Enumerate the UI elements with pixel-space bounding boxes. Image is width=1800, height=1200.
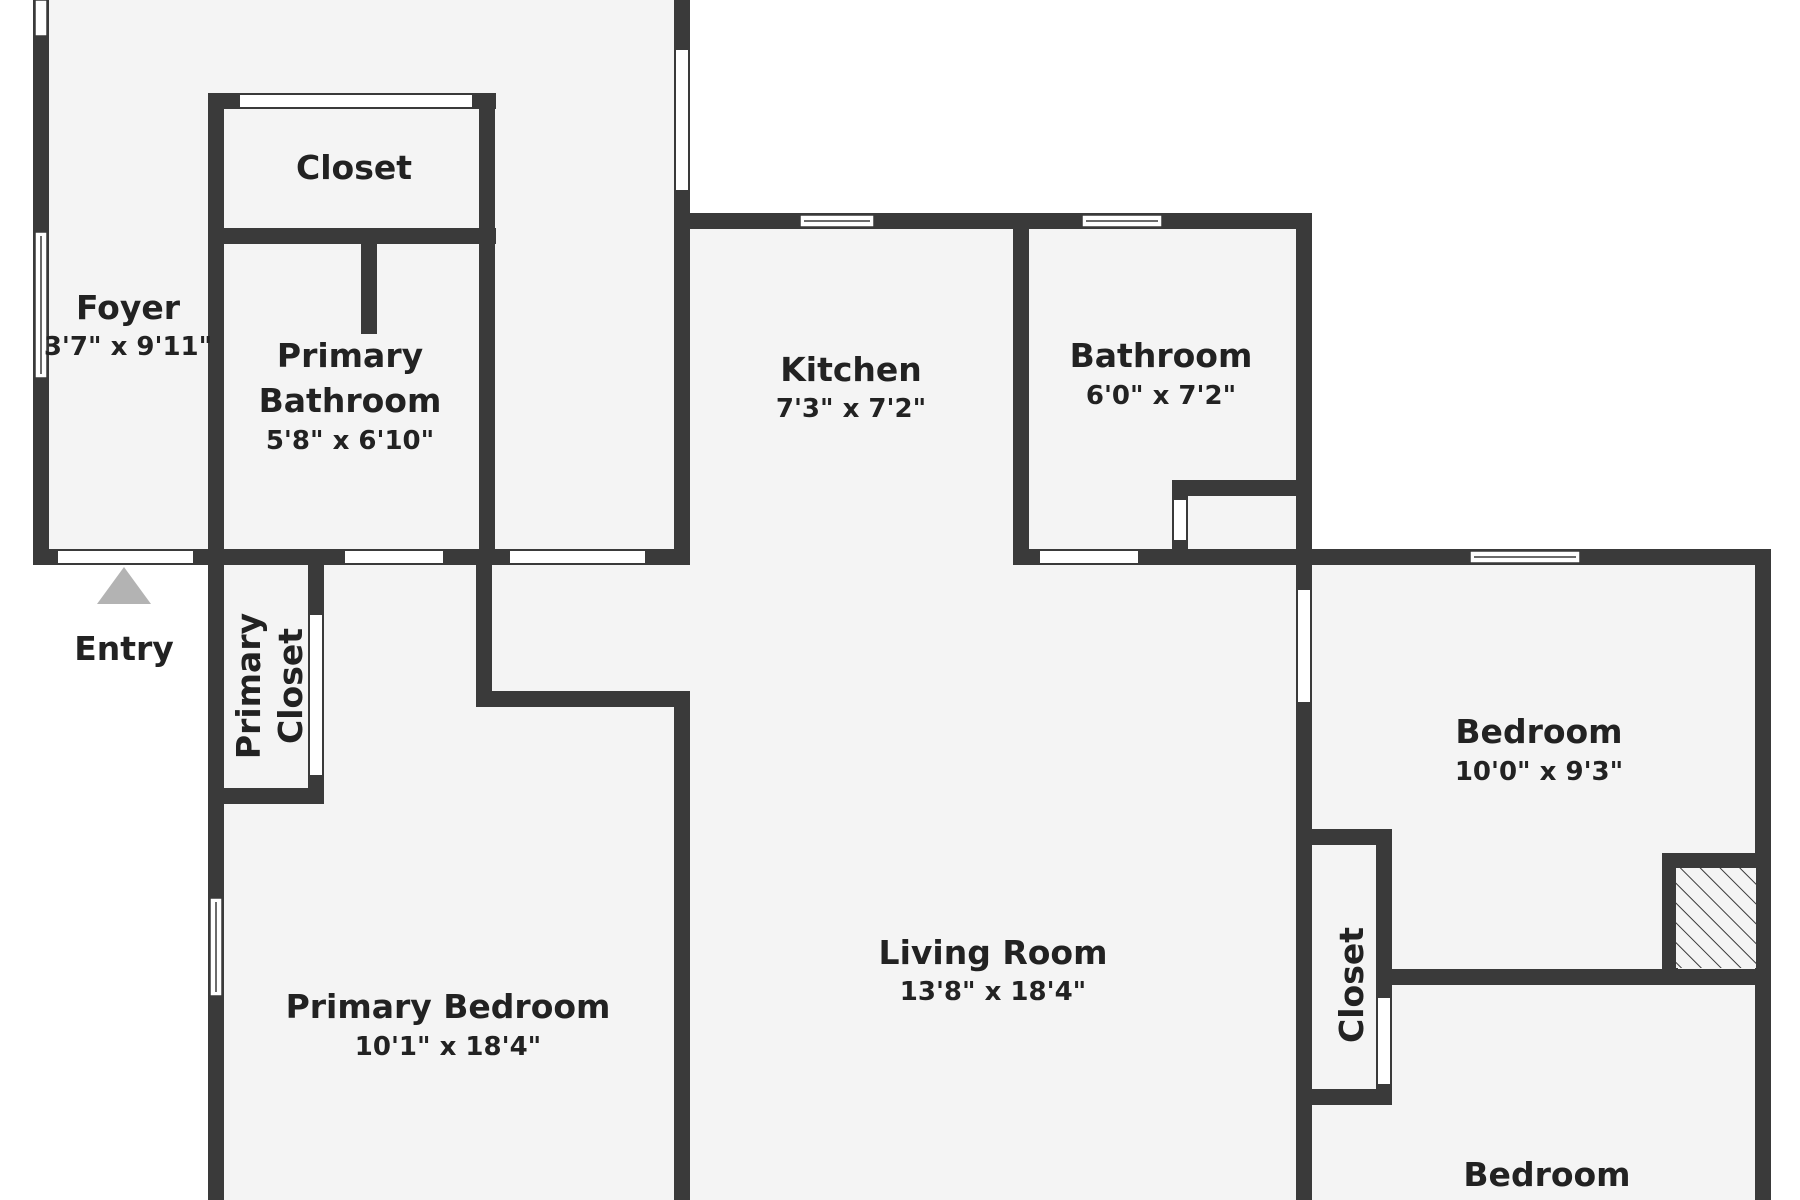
room-dims-bedroom-1: 10'0" x 9'3" [1455,757,1623,787]
room-name-foyer: Foyer [76,288,181,327]
door-opening [310,615,322,775]
wall [1172,480,1312,496]
wall [1296,829,1392,845]
room-name-closet-top: Closet [296,148,412,187]
door-opening [345,551,443,563]
room-name-primary-closet-line2: Closet [271,628,310,744]
room-name-closet-side: Closet [1332,927,1371,1043]
kitchen-bath-floor [680,218,1310,556]
chimney-hatch [1676,868,1756,968]
openings [58,50,1390,1084]
wall [361,236,377,334]
room-name-bedroom-1: Bedroom [1455,712,1622,751]
room-name-primary-bathroom-line2: Bathroom [259,381,442,420]
window [34,0,48,37]
room-name-primary-closet-line1: Primary [229,613,268,759]
room-name-bedroom-2: Bedroom [1463,1155,1630,1194]
wall [1296,213,1312,565]
entry-arrow-icon [97,567,151,604]
wall [674,213,1310,229]
wall [208,549,224,1200]
wall [1376,969,1771,985]
door-opening [58,551,193,563]
door-opening [510,551,645,563]
room-dims-foyer: 3'7" x 9'11" [44,332,212,362]
door-opening [1174,500,1186,540]
room-dims-primary-bathroom: 5'8" x 6'10" [266,426,434,456]
room-labels: Foyer 3'7" x 9'11" Closet Primary Bathro… [44,148,1631,1194]
wall [1296,549,1312,1200]
room-name-primary-bedroom: Primary Bedroom [286,987,611,1026]
door-opening [1298,590,1310,702]
room-dims-primary-bedroom: 10'1" x 18'4" [355,1032,541,1062]
room-dims-kitchen: 7'3" x 7'2" [776,394,926,424]
door-opening [1378,998,1390,1084]
primary-bedroom-floor [215,556,680,1200]
entry-label: Entry [74,629,174,668]
wall [476,691,690,707]
wall [1296,1089,1392,1105]
wall [1755,549,1771,1200]
room-name-living-room: Living Room [879,933,1108,972]
wall [208,228,496,244]
door-opening [240,95,472,107]
room-dims-bathroom: 6'0" x 7'2" [1086,381,1236,411]
wall [476,549,492,707]
wall [1662,853,1678,985]
wall [674,691,690,1200]
room-name-primary-bathroom-line1: Primary [277,336,423,375]
living-floor [680,556,1310,1200]
room-name-kitchen: Kitchen [780,350,922,389]
room-name-bathroom: Bathroom [1070,336,1253,375]
wall [1013,213,1029,565]
room-dims-living-room: 13'8" x 18'4" [900,977,1086,1007]
wall [479,93,495,565]
windows [34,0,1581,997]
foyer-floor [40,0,680,556]
wall [208,788,324,804]
door-opening [676,50,688,190]
wall [1662,853,1771,869]
wall [208,93,224,565]
door-opening [1040,551,1138,563]
